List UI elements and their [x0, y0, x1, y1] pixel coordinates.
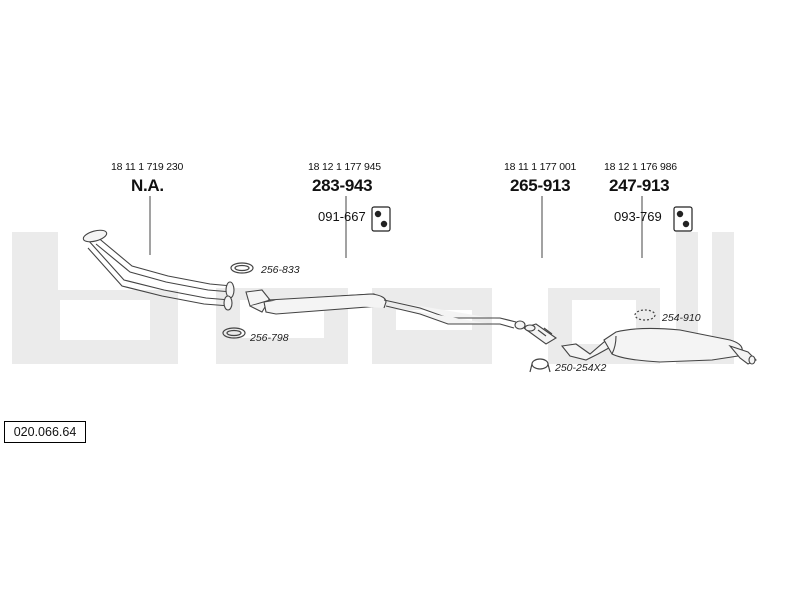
part-number-front-pipe: N.A.: [131, 176, 164, 195]
mount-number-rear-silencer: 093-769: [614, 209, 662, 224]
oe-number-middle-pipe: 18 11 1 177 001: [504, 161, 577, 173]
rear-silencer: [560, 327, 757, 365]
mounting-bracket-icon: [371, 206, 391, 232]
gasket-ring-icon: [230, 262, 254, 274]
accessory-rubber-mount: 254-910: [662, 312, 701, 324]
mounting-bracket-icon: [673, 206, 693, 232]
mount-number-front-silencer: 091-667: [318, 209, 366, 224]
part-number-middle-pipe: 265-913: [510, 176, 571, 195]
accessory-gasket-lower: 256-798: [250, 332, 289, 344]
part-number-rear-silencer: 247-913: [609, 176, 670, 195]
leader-lines: [149, 196, 643, 258]
middle-pipe: [522, 323, 558, 345]
rubber-mount-icon: [634, 309, 656, 321]
front-silencer: [245, 289, 526, 330]
accessory-clamp: 250-254X2: [555, 362, 607, 374]
gasket-ring-icon: [222, 327, 246, 339]
oe-number-rear-silencer: 18 12 1 176 986: [604, 161, 677, 173]
oe-number-front-silencer: 18 12 1 177 945: [308, 161, 381, 173]
diagram-reference-number: 020.066.64: [4, 421, 86, 443]
part-number-front-silencer: 283-943: [312, 176, 373, 195]
oe-number-front-pipe: 18 11 1 719 230: [111, 161, 184, 173]
accessory-gasket-upper: 256-833: [261, 264, 300, 276]
front-pipe: [82, 229, 235, 311]
clamp-icon: [531, 358, 549, 370]
